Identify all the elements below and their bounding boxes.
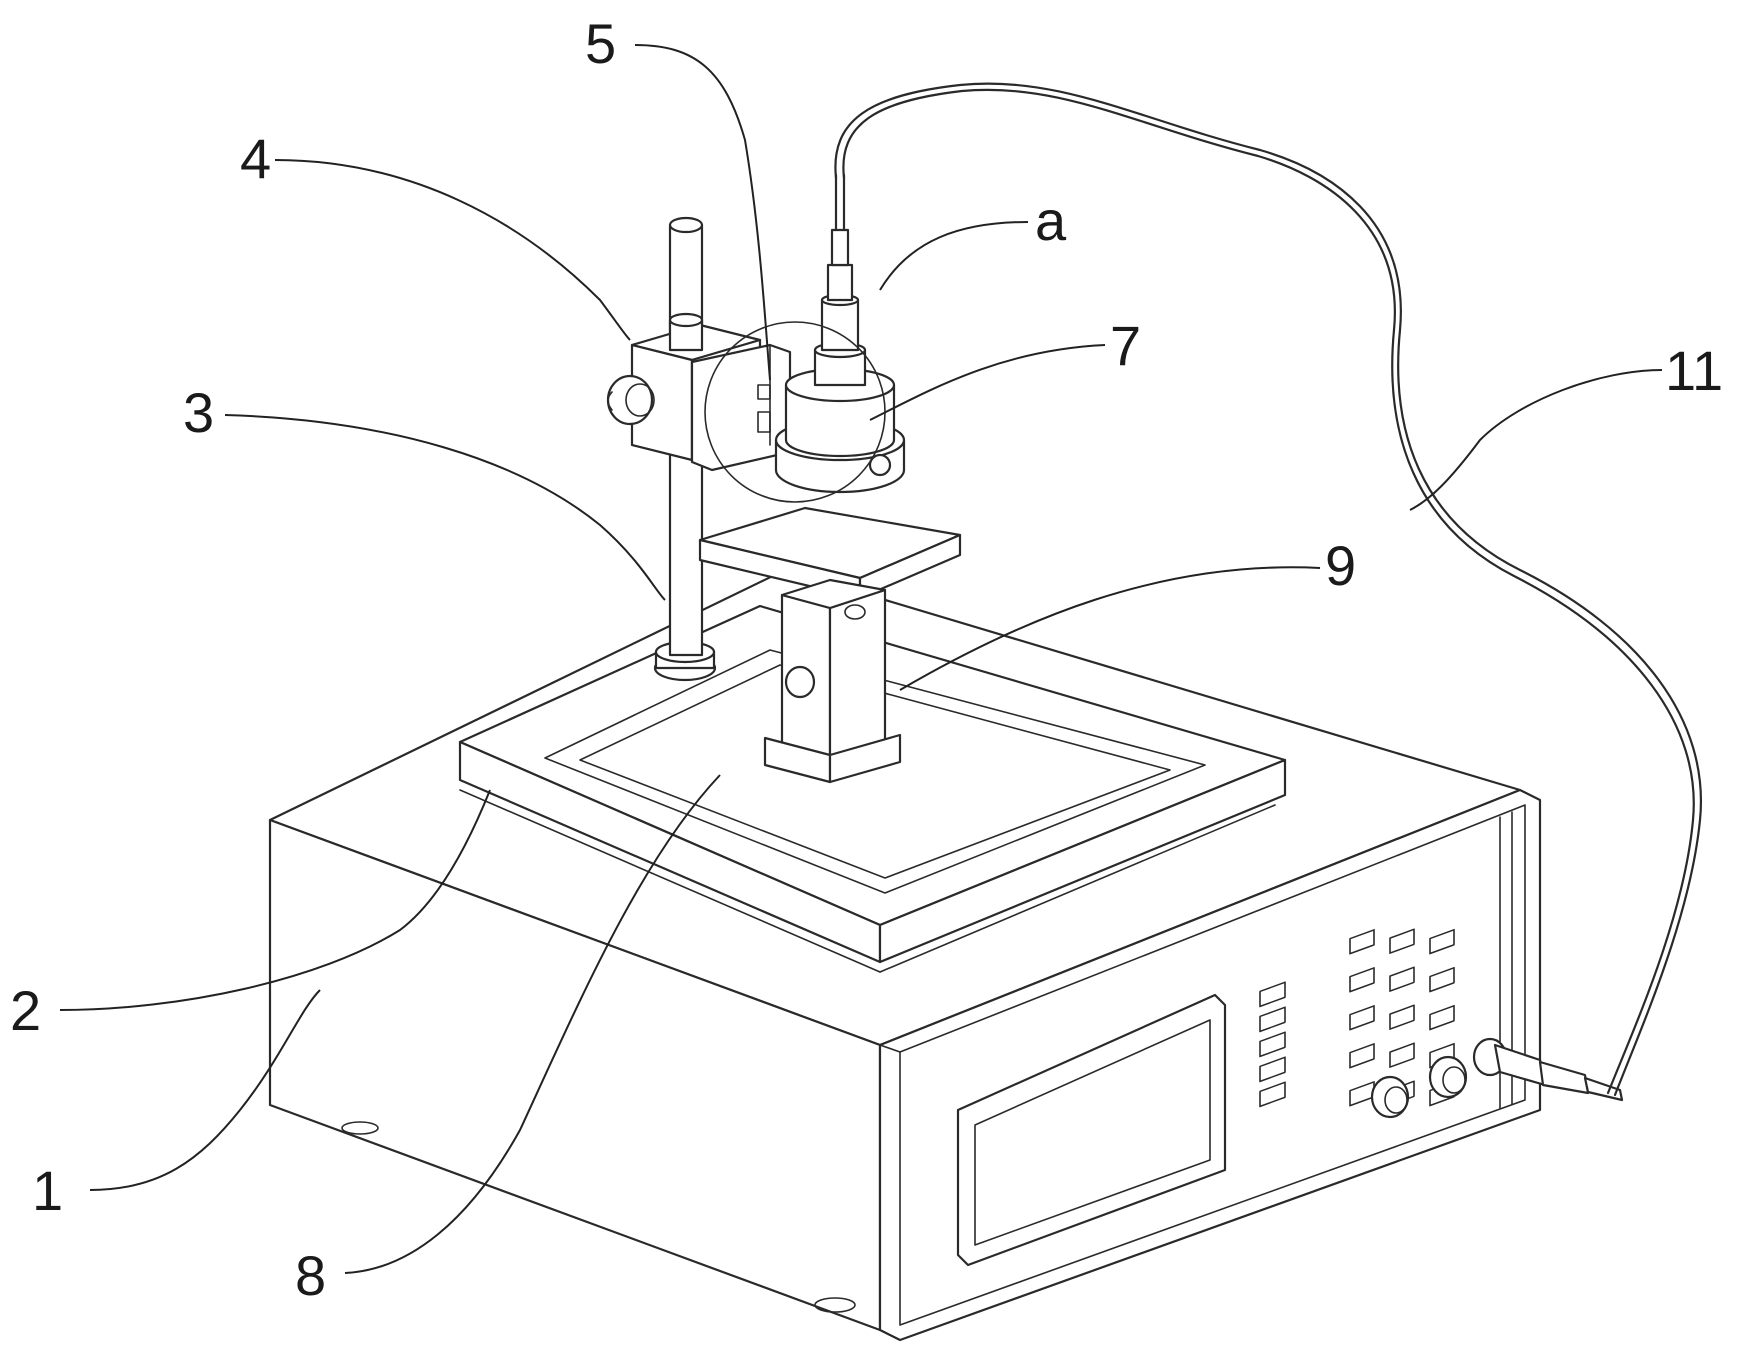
panel-knob-1 (1370, 1075, 1410, 1119)
sample-stage (698, 506, 962, 784)
part-labels: 1 2 3 4 5 a 7 9 8 11 (10, 12, 1723, 1307)
label-9: 9 (1325, 534, 1356, 597)
display-screen (956, 993, 1227, 1267)
label-2: 2 (10, 979, 41, 1042)
sensor-cable (834, 82, 1703, 1097)
clamp-knob (606, 374, 654, 426)
leader-lines (59, 44, 1663, 1274)
label-8: 8 (295, 1244, 326, 1307)
stage-knob (784, 665, 816, 699)
label-4: 4 (240, 127, 271, 190)
sensor-head (774, 173, 906, 494)
label-11: 11 (1665, 339, 1723, 402)
menu-buttons (1259, 981, 1286, 1108)
label-3: 3 (183, 381, 214, 444)
front-panel (878, 788, 1624, 1342)
label-a: a (1035, 189, 1067, 252)
panel-connector (1472, 1037, 1624, 1102)
label-5: 5 (585, 12, 616, 75)
label-7: 7 (1110, 314, 1141, 377)
label-1: 1 (32, 1159, 63, 1222)
panel-knob-2 (1428, 1055, 1468, 1099)
